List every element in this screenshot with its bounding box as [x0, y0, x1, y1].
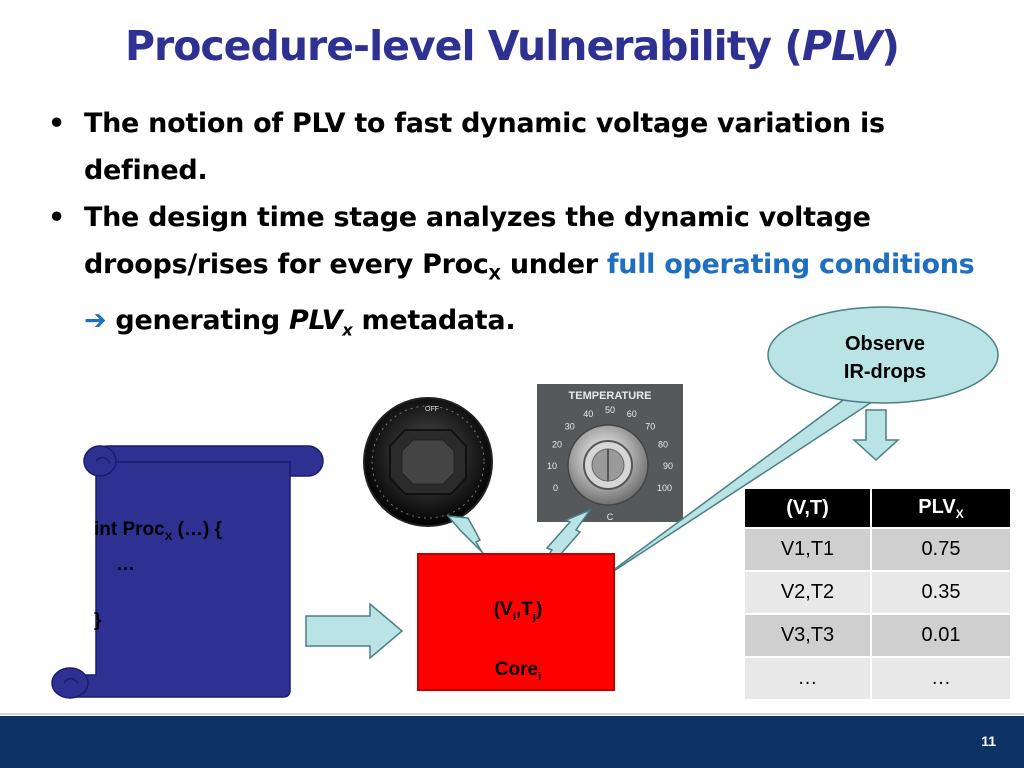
highlight-text: full operating conditions: [606, 249, 975, 280]
footer-bar: [0, 716, 1024, 768]
knob-label: OFF: [425, 406, 439, 413]
bullet-item: The notion of PLV to fast dynamic voltag…: [48, 100, 988, 194]
core-box: (Vi,Tj) Corei: [417, 553, 615, 691]
thermostat-title: TEMPERATURE: [569, 390, 652, 402]
thermostat-tick-label: 70: [645, 421, 655, 431]
table-header-plv: PLVX: [870, 487, 1012, 529]
code-scroll: [51, 445, 324, 699]
thermostat-tick-label: 0: [553, 483, 558, 493]
page-number: 11: [981, 733, 996, 749]
callout-text: Observe IR-drops: [843, 333, 927, 383]
thermostat-tick-label: 80: [658, 439, 668, 449]
thermostat-tick-label: 20: [552, 439, 562, 449]
thermostat-image: [537, 384, 683, 522]
core-name-label: Corei: [494, 659, 542, 683]
thermostat-tick-label: 60: [627, 409, 637, 419]
bullet-list: The notion of PLV to fast dynamic voltag…: [48, 100, 988, 354]
thermostat-tick-label: 100: [657, 483, 672, 493]
thermostat-tick-label: 50: [605, 405, 615, 415]
core-vt-label: (Vi,Tj): [493, 599, 543, 623]
table-row: ……: [743, 656, 1012, 701]
arrow-right-icon: ➔: [84, 305, 107, 337]
code-text: int ProcX (…) { … }: [94, 519, 222, 631]
footer-divider: [0, 713, 1024, 715]
table-header-vt: (V,T): [743, 487, 872, 529]
thermostat-tick-label: 40: [583, 409, 593, 419]
thermostat-unit: C: [607, 512, 614, 522]
table-header-row: (V,T) PLVX: [743, 487, 1012, 529]
bullet-item: The design time stage analyzes the dynam…: [48, 194, 988, 354]
slide-title: Procedure-level Vulnerability (PLV): [124, 22, 900, 70]
thermostat-tick-label: 10: [547, 461, 557, 471]
block-arrow-right: [305, 602, 404, 660]
block-arrow-down: [852, 409, 900, 462]
knob-image: [363, 397, 493, 527]
thermostat-tick-label: 90: [663, 461, 673, 471]
thermostat-tick-label: 30: [565, 421, 575, 431]
callout-bubble: [767, 306, 999, 404]
